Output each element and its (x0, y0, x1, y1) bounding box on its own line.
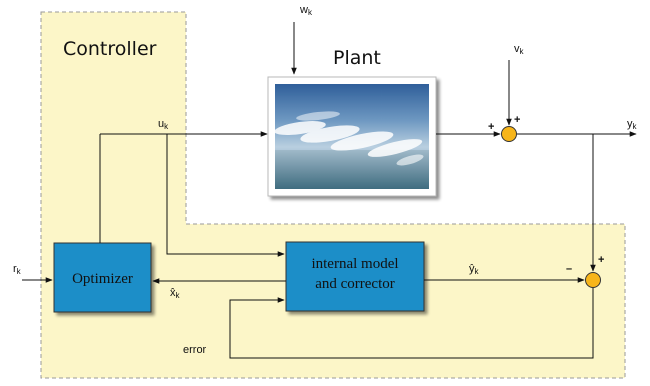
sign-plus-left: + (488, 121, 494, 133)
sign-plus-top: + (514, 114, 520, 126)
optimizer-label: Optimizer (72, 271, 133, 287)
controller-title: Controller (63, 38, 157, 60)
plant-block (267, 76, 437, 197)
controller-region (40, 11, 626, 379)
internal-model-label-2: and corrector (315, 276, 395, 292)
signal-error-label: error (183, 344, 207, 356)
optimizer-block (53, 242, 152, 313)
wake-plumes (274, 111, 424, 166)
signal-xhat-label: x̂k (170, 287, 181, 300)
internal-model-block (285, 241, 425, 312)
signal-y-label: yk (627, 118, 638, 131)
plant-title: Plant (333, 47, 381, 69)
error-feedback-wire (229, 288, 594, 359)
signal-yhat-label: ŷk (469, 263, 480, 276)
signal-r-label: rk (13, 263, 22, 276)
sign-plus-feedback: + (598, 254, 604, 266)
output-summing-junction (501, 126, 517, 142)
signal-u-label: uk (158, 118, 169, 131)
sign-minus-model: – (566, 263, 572, 275)
error-summing-junction (585, 272, 601, 288)
internal-model-label-1: internal model (311, 256, 398, 272)
u-to-model-arrow (166, 134, 285, 257)
signal-w-label: wk (299, 4, 313, 17)
signal-v-label: vk (514, 43, 525, 56)
